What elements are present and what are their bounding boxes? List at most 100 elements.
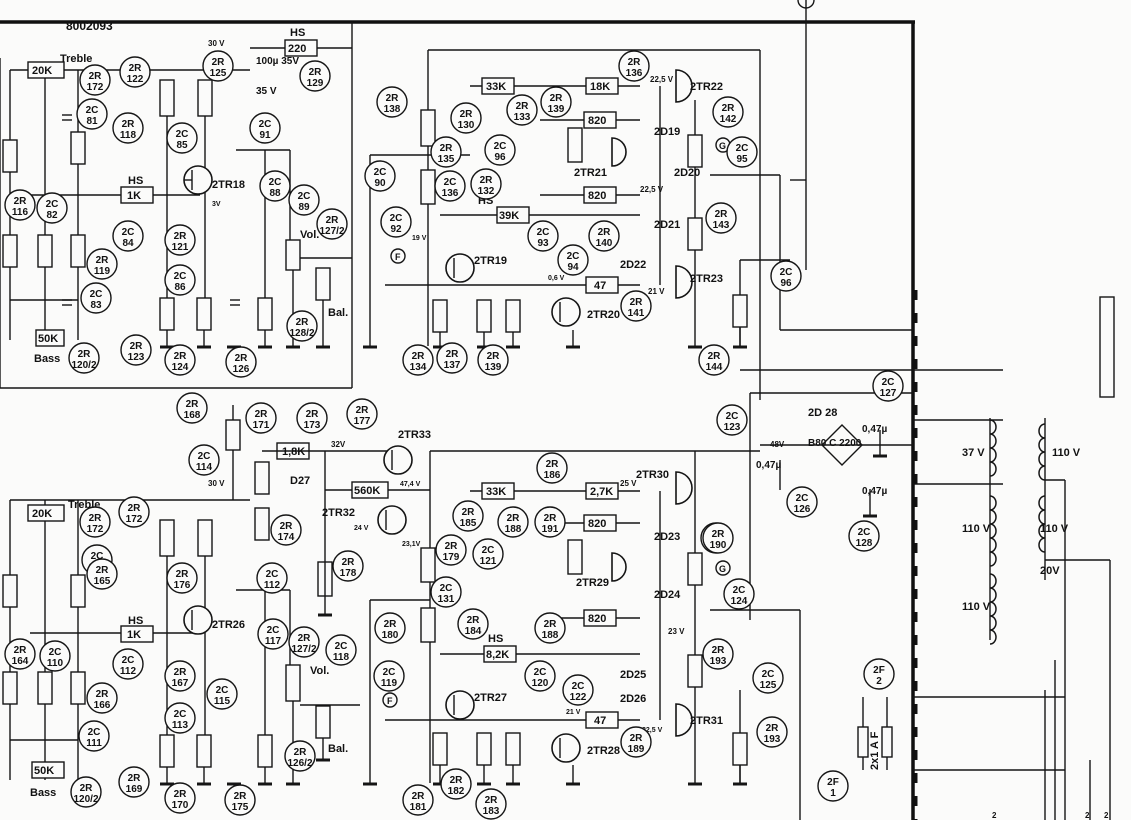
transistor-2tr19: 2TR19 (445, 253, 507, 283)
reference-bubble-label: 2C (298, 191, 311, 202)
reference-bubble-label: 2R (174, 351, 188, 362)
reference-bubble-number: 167 (172, 678, 189, 689)
reference-bubble-number: 174 (278, 532, 295, 543)
reference-bubble-number: 186 (544, 470, 561, 481)
reference-bubble (452, 500, 484, 532)
reference-bubble-label: 2R (630, 733, 644, 744)
reference-bubble-label: 2C (266, 569, 279, 580)
reference-bubble-number: 112 (120, 666, 137, 677)
reference-bubble (472, 538, 504, 570)
reference-bubble-label: 2R (296, 317, 310, 328)
capacitor-value: 0,47µ (862, 486, 887, 497)
reference-bubble-label: 2R (516, 101, 530, 112)
reference-bubble-label: 2R (96, 255, 110, 266)
resistor-value: 820 (588, 613, 606, 625)
voltage-label: 3V (212, 201, 221, 208)
reference-bubble-number: 177 (354, 416, 371, 427)
reference-bubble (112, 112, 144, 144)
reference-bubble (284, 740, 316, 772)
reference-bubble (770, 260, 802, 292)
reference-bubble (698, 344, 730, 376)
transistor-label: 2TR18 (212, 179, 245, 191)
reference-bubble (164, 344, 196, 376)
reference-bubble-label: 2R (544, 619, 558, 630)
resistor-value: 47 (594, 715, 606, 727)
reference-bubble (245, 402, 277, 434)
reference-bubble (225, 346, 257, 378)
transistor-label: 2TR30 (636, 469, 669, 481)
reference-bubble-number: 138 (384, 104, 401, 115)
reference-bubble (620, 290, 652, 322)
voltage-label: 30 V (208, 479, 225, 488)
volume-label: Vol. (310, 665, 329, 677)
reference-bubble-label: 2R (174, 667, 188, 678)
reference-bubble (112, 220, 144, 252)
reference-bubble-label: 2C (882, 377, 895, 388)
reference-bubble (79, 506, 111, 538)
reference-bubble-label: 2C (216, 685, 229, 696)
reference-bubble-number: 179 (443, 552, 460, 563)
resistor-value: 33K (486, 486, 506, 498)
reference-bubble-number: 126 (233, 364, 250, 375)
reference-bubble (112, 648, 144, 680)
reference-bubble (588, 220, 620, 252)
reference-bubble-number: 168 (184, 410, 201, 421)
reference-bubble-label: 2R (96, 565, 110, 576)
reference-bubble-label: 2R (628, 57, 642, 68)
reference-bubble (527, 220, 559, 252)
reference-bubble-number: 126 (794, 504, 811, 515)
upper-tone-section (2, 39, 352, 349)
reference-bubble-number: 119 (381, 678, 398, 689)
reference-bubble-label: 2R (722, 103, 736, 114)
reference-bubble-number: 141 (628, 308, 645, 319)
reference-bubble-number: 128/2 (289, 328, 314, 339)
reference-bubble-number: 86 (174, 282, 186, 293)
transistor-label: 2TR32 (322, 507, 355, 519)
reference-bubble-label: 2C (726, 411, 739, 422)
test-point-markers: G G F F (382, 137, 731, 708)
transistor-label: 2TR22 (690, 81, 723, 93)
resistor-value: 560K (354, 485, 380, 497)
voltage-label: 47,4 V (400, 481, 421, 488)
transistor-label: 2TR23 (690, 273, 723, 285)
reference-bubble (540, 86, 572, 118)
rectifier-ref: 2D 28 (808, 407, 837, 419)
reference-bubble-label: 2R (598, 227, 612, 238)
reference-bubble-label: 2R (485, 795, 499, 806)
reference-bubble-label: 2C (780, 267, 793, 278)
reference-bubble-label: 2C (88, 727, 101, 738)
reference-bubble-label: 2R (128, 503, 142, 514)
reference-bubble-number: 132 (478, 186, 495, 197)
reference-bubble-number: 118 (120, 130, 137, 141)
reference-bubble-label: 2C (91, 551, 104, 562)
reference-bubble-number: 122 (570, 692, 587, 703)
reference-bubble (712, 96, 744, 128)
reference-bubble-label: 2R (130, 341, 144, 352)
reference-bubble (402, 344, 434, 376)
reference-bubble (524, 660, 556, 692)
upper-treble-label: Treble (60, 53, 92, 65)
reference-bubble-label: 2C (390, 213, 403, 224)
reference-bubble-number: 166 (94, 700, 111, 711)
voltage-label: 23,1V (402, 541, 421, 548)
lower-tone-section (2, 405, 760, 786)
diode-label: 2D20 (674, 167, 700, 179)
pin-label: 2 (1085, 811, 1090, 820)
capacitor-value: 0,47µ (862, 424, 887, 435)
reference-bubble-number: 143 (713, 220, 730, 231)
reference-bubble-number: 191 (542, 524, 559, 535)
reference-bubble (188, 444, 220, 476)
reference-bubble (374, 612, 406, 644)
reference-bubble-number: 175 (232, 802, 249, 813)
reference-bubble-label: 2R (298, 633, 312, 644)
reference-bubble (36, 192, 68, 224)
upper-diodes: 2D19 2D20 2D21 2D22 (620, 126, 700, 271)
voltage-label: 21 V (648, 287, 665, 296)
reference-bubble-number: 119 (94, 266, 111, 277)
reference-bubble-label: 2R (487, 351, 501, 362)
reference-bubble-number: 172 (87, 82, 104, 93)
reference-bubble-label: 2C (733, 585, 746, 596)
reference-bubble-number: 130 (458, 120, 475, 131)
